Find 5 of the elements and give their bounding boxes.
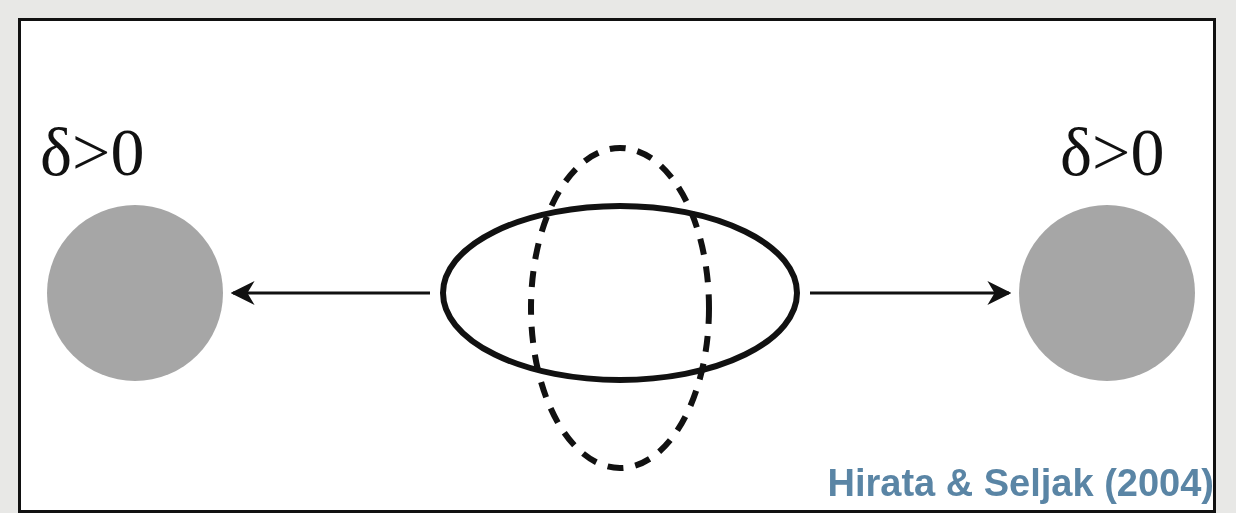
arrow	[810, 281, 1012, 305]
arrow	[230, 281, 430, 305]
citation: Hirata & Seljak (2004)	[827, 462, 1214, 505]
overdensity-label: δ>0	[40, 118, 145, 186]
overdensity-label: δ>0	[1060, 118, 1165, 186]
